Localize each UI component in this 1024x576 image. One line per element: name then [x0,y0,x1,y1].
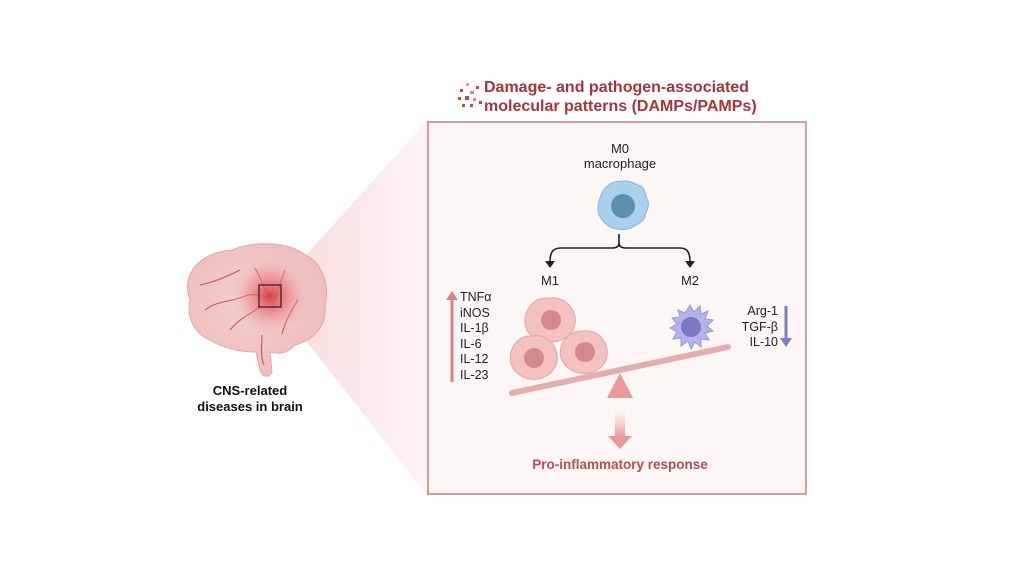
m1-marker: IL-1β [460,321,489,335]
upregulation-arrow-icon [446,291,458,382]
m0-macrophage-cell-icon [597,180,649,231]
m1-marker: IL-23 [460,367,489,382]
branch-arrows [549,234,691,263]
m0-label-line-2: macrophage [583,156,657,171]
m1-markers-list: TNFα iNOS IL-1β IL-6 IL-12 IL-23 [460,290,492,383]
downregulation-arrow-icon [780,306,792,347]
m1-marker: TNFα [460,290,492,304]
outcome-arrow-icon [608,410,632,449]
title-line-1: Damage- and pathogen-associated [484,79,749,96]
m1-macrophage-cells-icon [509,297,608,380]
m1-label: M1 [540,273,560,288]
brain-caption-line-1: CNS-related [212,383,288,398]
m1-marker: IL-6 [460,336,482,351]
zoom-cone-shape [278,121,427,495]
damp-pamp-title: Damage- and pathogen-associated molecula… [484,78,804,116]
m1-marker: IL-12 [460,352,489,366]
brain-caption: CNS-related diseases in brain [180,383,320,415]
m2-markers-list: Arg-1 TGF-β IL-10 [728,304,778,351]
m0-label-line-1: M0 [610,141,630,156]
m2-marker: Arg-1 [747,304,778,318]
m2-label: M2 [680,273,700,288]
m2-arrow-head-icon [685,261,695,268]
m0-label: M0 macrophage [570,141,670,171]
brain-icon [186,243,327,377]
m1-marker: iNOS [460,305,490,320]
focus-square [258,284,282,308]
m2-macrophage-cell-icon [668,304,715,351]
m2-marker: IL-10 [749,335,779,349]
seesaw-fulcrum [607,373,633,398]
title-line-2: molecular patterns (DAMPs/PAMPs) [484,98,757,115]
seesaw [509,344,731,398]
m1-arrow-head-icon [545,261,555,268]
damp-particles-icon [458,83,482,107]
pro-inflammatory-response-label: Pro-inflammatory response [532,457,708,472]
m2-marker: TGF-β [741,319,778,334]
brain-caption-line-2: diseases in brain [197,399,303,414]
seesaw-beam [509,344,731,396]
